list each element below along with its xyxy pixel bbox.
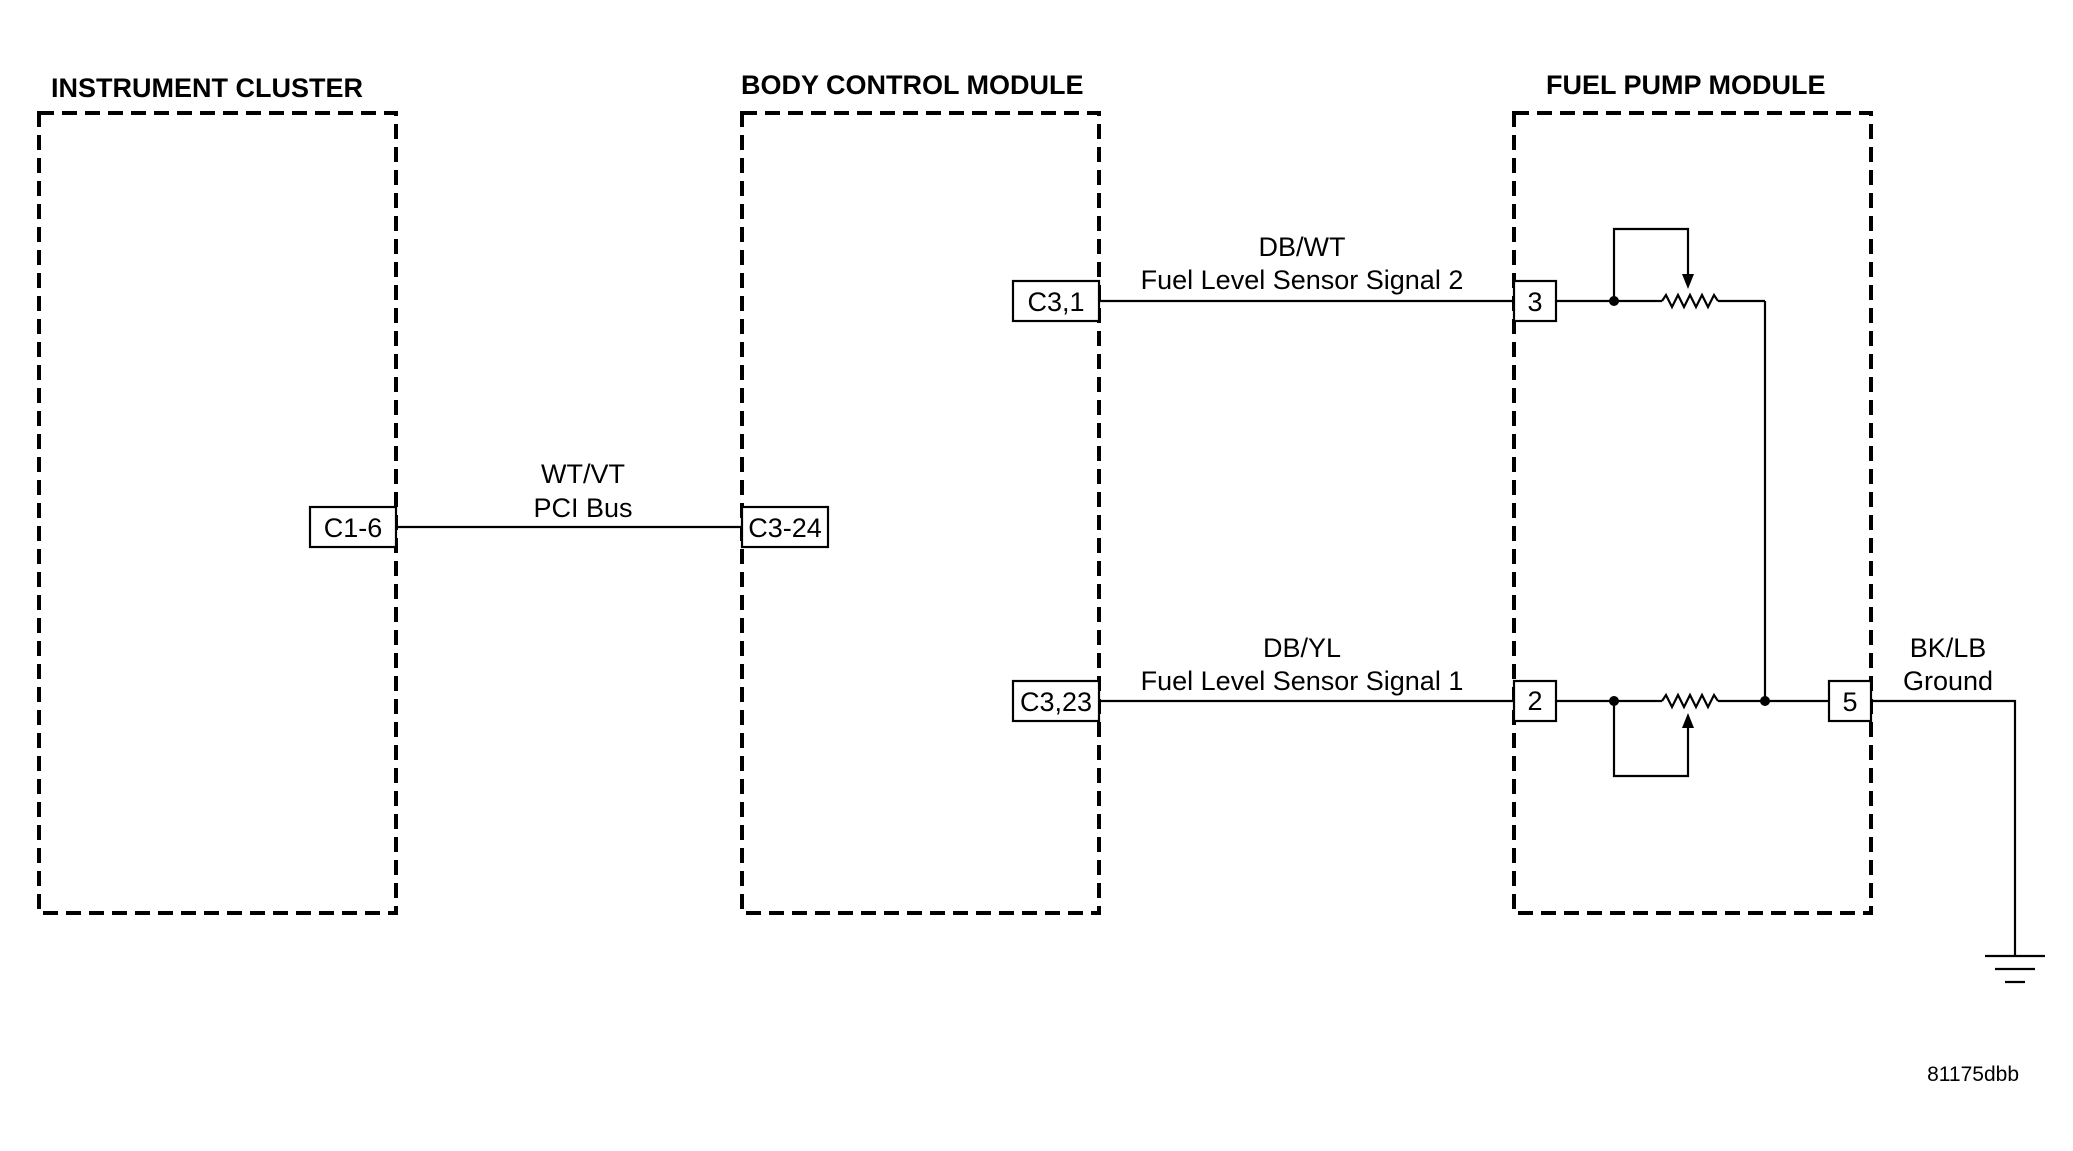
cluster-pci-connector-label: C1-6 bbox=[324, 513, 383, 543]
bcm-signal-2-connector-label: C3,1 bbox=[1027, 287, 1084, 317]
body-control-module: BODY CONTROL MODULE bbox=[740, 70, 1101, 915]
signal-2-label: Fuel Level Sensor Signal 2 bbox=[1141, 265, 1464, 295]
fuel-pump-module-box bbox=[1512, 111, 1873, 915]
sensor-1-wiper-arrow bbox=[1682, 713, 1694, 728]
pci-bus-label: PCI Bus bbox=[533, 493, 632, 523]
signal-1-circuit: DB/YL Fuel Level Sensor Signal 1 C3,23 2 bbox=[1011, 633, 1558, 723]
sensor-2-resistor-symbol bbox=[1661, 292, 1719, 310]
signal-1-color-code: DB/YL bbox=[1263, 633, 1341, 663]
signal-1-label: Fuel Level Sensor Signal 1 bbox=[1141, 666, 1464, 696]
pci-bus-color-code: WT/VT bbox=[541, 459, 625, 489]
ground-wire bbox=[1871, 699, 2017, 956]
sensor-1-wiper-loop bbox=[1612, 701, 1690, 778]
ground-label: Ground bbox=[1903, 666, 1993, 696]
bcm-signal-1-connector bbox=[1011, 679, 1101, 723]
pci-bus-circuit: WT/VT PCI Bus C1-6 C3-24 bbox=[308, 459, 830, 549]
ground-symbol-icon bbox=[1985, 954, 2045, 984]
bcm-signal-1-connector-label: C3,23 bbox=[1020, 687, 1092, 717]
instrument-cluster-module: INSTRUMENT CLUSTER bbox=[37, 73, 398, 915]
signal-2-circuit: DB/WT Fuel Level Sensor Signal 2 C3,1 3 bbox=[1011, 232, 1558, 323]
bcm-pci-connector bbox=[740, 505, 830, 549]
fuel-level-sensor-1 bbox=[1556, 692, 1765, 778]
fuel-pump-module: FUEL PUMP MODULE bbox=[1512, 70, 1873, 915]
cluster-pci-connector bbox=[308, 505, 398, 549]
ground-circuit: 5 BK/LB Ground bbox=[1760, 301, 2045, 984]
instrument-cluster-box bbox=[37, 111, 398, 915]
ground-junction-dot bbox=[1760, 696, 1770, 706]
bcm-signal-2-connector bbox=[1011, 279, 1101, 323]
sensor-2-wiper-loop bbox=[1612, 227, 1690, 301]
bcm-pci-connector-label: C3-24 bbox=[748, 513, 822, 543]
fpm-signal-1-pin-label: 2 bbox=[1527, 686, 1542, 716]
sensor-1-junction-dot bbox=[1609, 696, 1619, 706]
instrument-cluster-title: INSTRUMENT CLUSTER bbox=[51, 73, 363, 103]
fpm-signal-2-pin-label: 3 bbox=[1527, 287, 1542, 317]
sensor-1-resistor-symbol bbox=[1661, 692, 1719, 710]
signal-2-color-code: DB/WT bbox=[1259, 232, 1346, 262]
figure-id: 81175dbb bbox=[1927, 1063, 2019, 1086]
fpm-signal-1-pin bbox=[1512, 679, 1558, 723]
fpm-signal-2-pin bbox=[1512, 279, 1558, 323]
sensor-2-wiper-arrow bbox=[1682, 274, 1694, 289]
fuel-pump-module-title: FUEL PUMP MODULE bbox=[1546, 70, 1826, 100]
fuel-level-sensor-2 bbox=[1556, 227, 1765, 310]
fpm-ground-pin-label: 5 bbox=[1842, 687, 1857, 717]
ground-color-code: BK/LB bbox=[1910, 633, 1987, 663]
sensor-2-junction-dot bbox=[1609, 296, 1619, 306]
fpm-ground-pin bbox=[1827, 679, 1873, 723]
body-control-module-title: BODY CONTROL MODULE bbox=[741, 70, 1084, 100]
